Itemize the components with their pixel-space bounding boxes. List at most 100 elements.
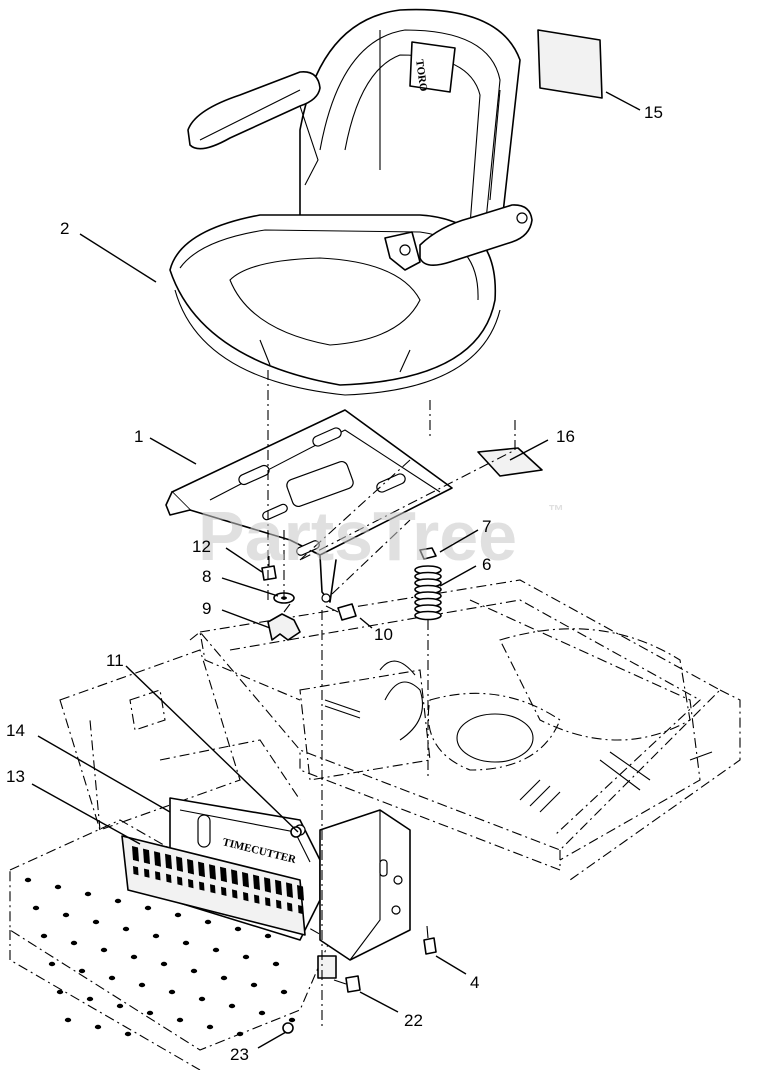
decal-stripe bbox=[166, 873, 172, 883]
nut-7 bbox=[419, 547, 437, 560]
callout-9: 9 bbox=[202, 599, 211, 618]
decal-stripe bbox=[297, 885, 304, 901]
decal-stripe bbox=[176, 856, 183, 872]
deck-hole bbox=[168, 989, 176, 995]
deck-hole bbox=[56, 989, 64, 995]
callout-10: 10 bbox=[374, 625, 393, 644]
decal-stripe bbox=[132, 846, 139, 862]
deck-hole bbox=[242, 954, 250, 960]
deck-hole bbox=[152, 933, 160, 939]
bolt-4 bbox=[423, 925, 437, 955]
callout-8: 8 bbox=[202, 567, 211, 586]
deck-hole bbox=[146, 1010, 154, 1016]
bolt-12 bbox=[261, 556, 277, 581]
deck-hole bbox=[70, 940, 78, 946]
deck-hole bbox=[24, 877, 32, 883]
decal-stripe bbox=[209, 864, 216, 880]
spring-coil bbox=[414, 610, 442, 621]
callout-4: 4 bbox=[470, 973, 479, 992]
decal-stripe bbox=[198, 861, 205, 878]
callout-1: 1 bbox=[134, 427, 143, 446]
decal-stripe bbox=[265, 897, 271, 907]
decal-stripe bbox=[177, 876, 183, 886]
deck-hole bbox=[108, 975, 116, 981]
deck-hole bbox=[62, 912, 70, 918]
decal-stripe bbox=[276, 899, 282, 909]
decal-stripe bbox=[243, 892, 249, 902]
decal-stripe bbox=[220, 866, 227, 883]
deck-hole bbox=[236, 1031, 244, 1037]
decal-stripe bbox=[188, 879, 194, 889]
decal-stripe bbox=[231, 869, 238, 885]
deck-hole bbox=[198, 996, 206, 1002]
decal-stripe bbox=[264, 877, 271, 893]
decal-stripe bbox=[187, 859, 194, 875]
deck-hole bbox=[250, 982, 258, 988]
callout-22: 22 bbox=[404, 1011, 423, 1030]
decal-stripe bbox=[221, 886, 227, 896]
knob-9 bbox=[267, 603, 301, 641]
decal-stripe bbox=[154, 851, 161, 867]
console-pod bbox=[294, 809, 411, 979]
deck-hole bbox=[174, 912, 182, 918]
deck-perforations bbox=[24, 877, 296, 1037]
watermark-tm: ™ bbox=[548, 503, 564, 520]
decal-stripe bbox=[155, 871, 161, 881]
seat-mount-plate bbox=[165, 409, 453, 603]
bolt-10 bbox=[325, 603, 357, 621]
deck-hole bbox=[144, 905, 152, 911]
deck-hole bbox=[258, 1010, 266, 1016]
callout-12: 12 bbox=[192, 537, 211, 556]
deck-hole bbox=[280, 989, 288, 995]
deck-hole bbox=[84, 891, 92, 897]
leader-lines bbox=[31, 91, 641, 1049]
decal-stripe bbox=[286, 882, 293, 898]
callout-2: 2 bbox=[60, 219, 69, 238]
decal-stripe bbox=[210, 884, 216, 894]
decal-stripe bbox=[242, 872, 249, 888]
deck-hole bbox=[160, 961, 168, 967]
decal-15 bbox=[537, 29, 603, 99]
callout-11: 11 bbox=[106, 651, 124, 670]
foot-deck bbox=[9, 649, 331, 1070]
decal-stripe bbox=[253, 874, 260, 891]
decal-stripe bbox=[287, 902, 293, 912]
deck-hole bbox=[264, 933, 272, 939]
watermark: PartsTree bbox=[198, 497, 517, 575]
callout-14: 14 bbox=[6, 721, 25, 740]
deck-hole bbox=[94, 1024, 102, 1030]
deck-hole bbox=[138, 982, 146, 988]
toro-logo: TORO bbox=[413, 59, 429, 93]
assembly-lines bbox=[267, 370, 516, 1030]
spring bbox=[414, 565, 442, 621]
callout-16: 16 bbox=[556, 427, 575, 446]
deck-hole bbox=[130, 954, 138, 960]
deck-hole bbox=[206, 1024, 214, 1030]
deck-hole bbox=[190, 968, 198, 974]
callout-13: 13 bbox=[6, 767, 25, 786]
deck-hole bbox=[212, 947, 220, 953]
nut-23 bbox=[282, 1022, 294, 1034]
decal-stripe bbox=[199, 881, 205, 891]
deck-hole bbox=[204, 919, 212, 925]
nut-11 bbox=[290, 826, 302, 838]
decal-stripe bbox=[232, 889, 238, 899]
bolt-22 bbox=[333, 975, 361, 993]
callout-15: 15 bbox=[644, 103, 663, 122]
deck-hole bbox=[40, 933, 48, 939]
deck-hole bbox=[288, 1017, 296, 1023]
seat: TORO bbox=[169, 8, 533, 396]
deck-hole bbox=[176, 1017, 184, 1023]
decal-stripe bbox=[144, 868, 150, 878]
deck-hole bbox=[182, 940, 190, 946]
callout-7: 7 bbox=[482, 517, 491, 536]
deck-hole bbox=[48, 961, 56, 967]
decal-16 bbox=[477, 447, 543, 477]
deck-hole bbox=[228, 1003, 236, 1009]
deck-hole bbox=[78, 968, 86, 974]
decal-stripe bbox=[143, 848, 150, 865]
deck-hole bbox=[124, 1031, 132, 1037]
decal-13-stripes bbox=[132, 846, 304, 915]
deck-hole bbox=[86, 996, 94, 1002]
